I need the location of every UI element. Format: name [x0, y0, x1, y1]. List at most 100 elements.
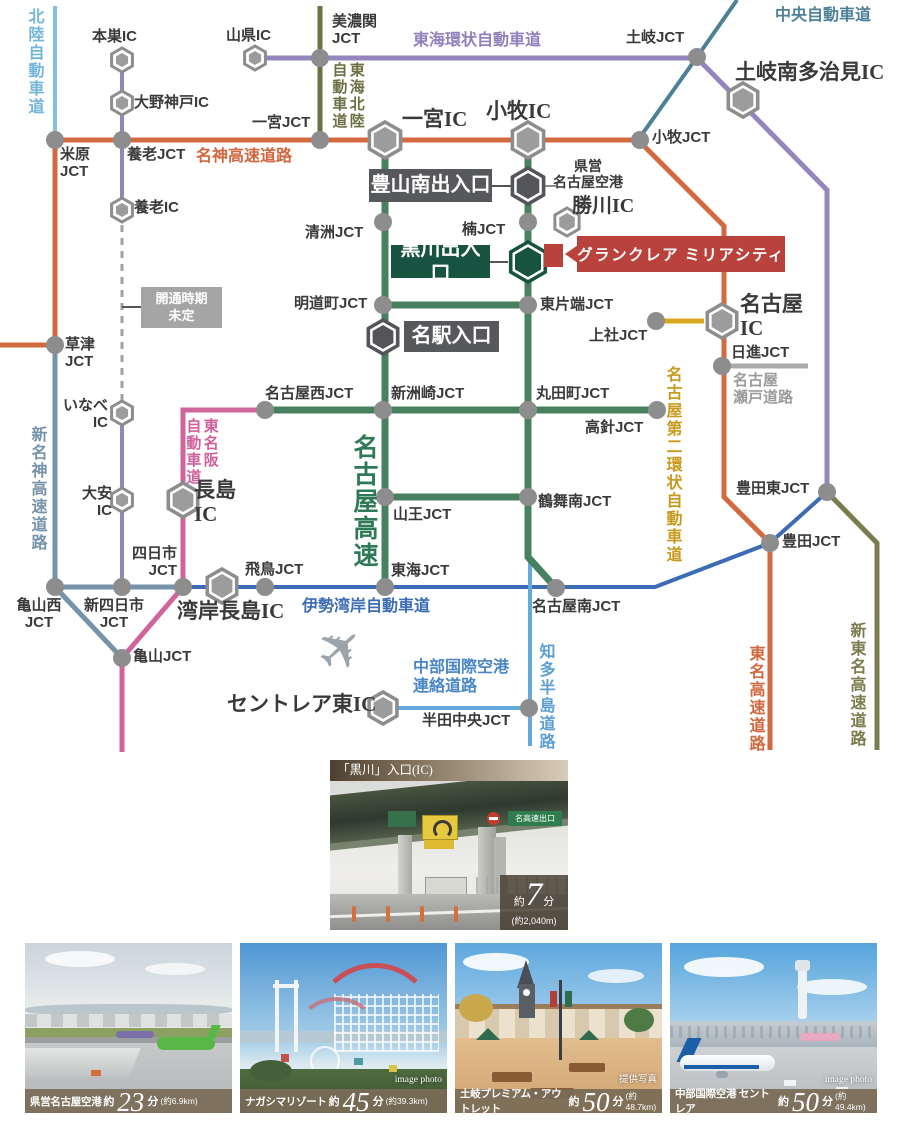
centrair-engine	[715, 1070, 728, 1078]
toyota-higashi-jct-label: 豊田東JCT	[736, 480, 810, 497]
tollgate-no-entry-sign	[487, 812, 500, 825]
caption-distance: (約48.7km)	[625, 1091, 657, 1112]
junction-dot-meido-cho-jct	[374, 296, 392, 314]
airfield-mountains	[25, 1004, 232, 1017]
photo-caption: 土岐プレミアム・アウトレット 約 50 分 (約48.7km)	[455, 1088, 662, 1113]
destination-name: 土岐プレミアム・アウトレット	[460, 1088, 562, 1113]
kusunoki-jct-label: 楠JCT	[462, 221, 506, 238]
resort-coaster-arc	[315, 963, 435, 1078]
junction-dot-tsurumai-minami-jct	[519, 488, 537, 506]
junction-dot-kusunoki-jct	[519, 213, 537, 231]
tollgate-small-sign	[388, 811, 416, 827]
kusatsu-jct-label: 草津 JCT	[65, 336, 96, 371]
road-tomei-expwy	[636, 138, 773, 750]
outlet-banner-red	[550, 990, 558, 1007]
nagoya-daini-kanjo-label: 名古屋第二環状自動車道	[663, 366, 681, 564]
caption-unit: 分	[372, 1096, 384, 1108]
tsurumai-minami-jct-label: 鶴舞南JCT	[538, 493, 612, 510]
tollgate-yellow-sign-2	[424, 840, 454, 849]
junction-dot-shin-suzaki-jct	[374, 401, 392, 419]
maibara-jct-label: 米原 JCT	[60, 146, 91, 181]
nagoya-seto-label: 名古屋 瀬戸道路	[733, 372, 794, 407]
kurokawa-exit-box: 黒川出入口	[391, 238, 490, 285]
junction-dot-kusatsu-jct	[46, 336, 64, 354]
ono-kobe-ic-label: 大野神戸IC	[134, 94, 210, 111]
meido-cho-jct-label: 明道町JCT	[294, 295, 368, 312]
ic-hexagon-core-kurokawa-exit	[515, 247, 541, 277]
kameyama-jct-label: 亀山JCT	[133, 648, 192, 665]
yokkaichi-jct-label: 四日市 JCT	[131, 545, 177, 580]
ic-hexagon-core-inabe-ic	[115, 406, 129, 420]
image-photo-note: image photo	[824, 1075, 872, 1085]
main-photo-time-badge: 約 7 分 (約2,040m)	[500, 875, 568, 930]
shin-yokkaichi-jct-label: 新四日市 JCT	[83, 597, 144, 632]
junction-dot-toyota-jct	[761, 534, 779, 552]
nagashima-ic-label: 長島 IC	[194, 478, 236, 527]
isewangan-label: 伊勢湾岸自動車道	[302, 598, 431, 615]
junction-dot-kiyosu-jct	[374, 213, 392, 231]
destination-name: 県営名古屋空港	[30, 1095, 102, 1108]
outlet-cloud	[463, 953, 529, 971]
asuka-jct-label: 飛鳥JCT	[245, 561, 304, 578]
main-photo-title: 「黒川」入口(IC)	[330, 760, 568, 781]
outlet-tower	[519, 983, 536, 1018]
toki-jct-label: 土岐JCT	[626, 29, 685, 46]
daian-ic-label: 大安 IC	[81, 485, 112, 520]
junction-dot-toki-jct	[688, 48, 706, 66]
outlet-cloud-2	[588, 969, 644, 983]
ic-hexagon-core-meieki-entrance	[372, 325, 394, 349]
centrair-tower-cab	[795, 960, 811, 971]
mino-seki-jct-label: 美濃関 JCT	[332, 13, 378, 48]
kuko-renraku-label: 中部国際空港 連絡道路	[413, 659, 510, 695]
outlet-banner-green	[564, 990, 572, 1007]
outlet-bench-2	[568, 1063, 605, 1073]
outlet-tower-steeple	[517, 960, 536, 988]
resort-ride-teal	[353, 1058, 363, 1066]
toki-minami-tajimi-ic-label: 土岐南多治見IC	[735, 60, 885, 84]
ic-hexagon-core-nagashima-ic	[172, 488, 194, 512]
outlet-bench-1	[492, 1072, 533, 1083]
tollgate-pole-3	[420, 906, 424, 922]
ic-hexagon-core-yamagata-ic	[248, 51, 262, 65]
junction-dot-maibara-jct	[46, 131, 64, 149]
junction-dot-tokai-jct	[376, 578, 394, 596]
yoro-jct-label: 養老JCT	[127, 146, 186, 163]
junction-dot-nagoya-nishi-jct	[256, 401, 274, 419]
higashi-katabata-jct-label: 東片端JCT	[540, 296, 614, 313]
property-callout: グランクレア ミリアシティ	[577, 236, 785, 272]
ichinomiya-ic-label: 一宮IC	[402, 107, 468, 131]
caption-minutes: 50	[792, 1087, 820, 1114]
caption-approx: 約	[328, 1096, 340, 1108]
airfield-terminal-roof	[25, 1048, 141, 1078]
centrair-ana-stripe	[684, 1064, 760, 1069]
airfield-cloud-2	[145, 963, 205, 975]
time-distance: (約2,040m)	[511, 915, 557, 926]
opening-tbd-box: 開通時期 未定	[141, 287, 222, 328]
centrair-vehicle-1	[783, 1079, 796, 1086]
tollgate-pole-4	[454, 906, 458, 922]
provided-photo-note: 提供写真	[618, 1075, 657, 1085]
takabari-jct-label: 高針JCT	[585, 419, 644, 436]
road-tokai-kanjo-east	[695, 56, 830, 492]
resort-tower-leg-1	[275, 980, 280, 1053]
caption-approx: 約	[103, 1096, 115, 1108]
centrair-pink-plane	[799, 1033, 840, 1042]
caption-distance: (約49.4km)	[835, 1091, 866, 1112]
kiyosu-jct-label: 清洲JCT	[305, 224, 364, 241]
junction-dot-kamiyashiro-jct	[647, 312, 665, 330]
wangan-nagashima-ic-label: 湾岸長島IC	[177, 599, 285, 623]
sanno-jct-label: 山王JCT	[393, 506, 452, 523]
chita-hanto-label: 知多半島道路	[536, 643, 554, 751]
road-shin-tomei-expwy	[825, 490, 880, 750]
airfield-cloud	[45, 951, 115, 967]
outlet-green-tree	[623, 1007, 654, 1032]
inabe-ic-label: いなべ IC	[62, 397, 108, 432]
caption-distance: (約6.9km)	[160, 1096, 198, 1106]
junction-dot-mino-seki-jct	[311, 49, 329, 67]
junction-dot-handa-chuo-jct	[520, 699, 538, 717]
airfield-fda-plane	[157, 1036, 216, 1050]
road-chuo-expwy	[636, 0, 739, 142]
photo-card-toki-outlet: 提供写真 土岐プレミアム・アウトレット 約 50 分 (約48.7km)	[455, 943, 662, 1113]
